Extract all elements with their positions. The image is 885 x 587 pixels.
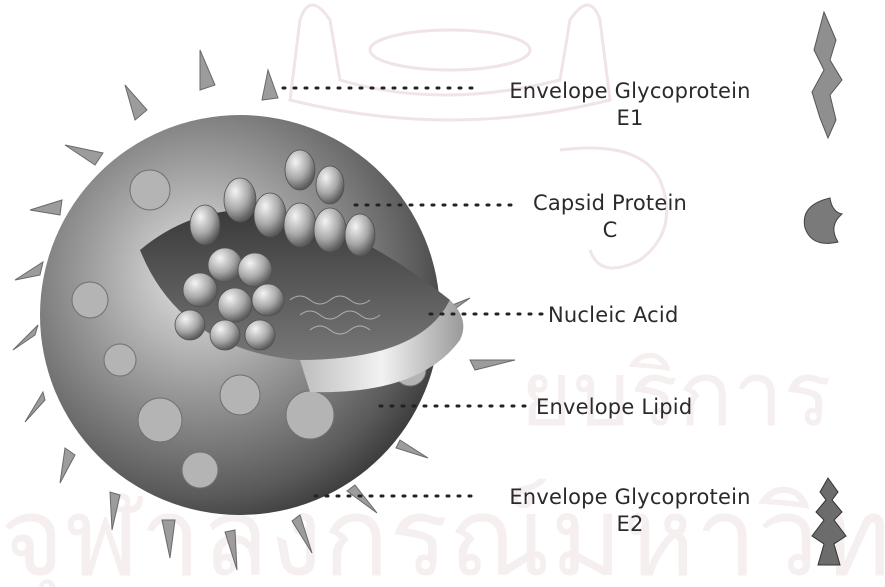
label-capsid-line1: Capsid Protein bbox=[520, 190, 700, 217]
label-e1-line1: Envelope Glycoprotein bbox=[482, 78, 778, 105]
label-nucleic-acid: Nucleic Acid bbox=[548, 302, 678, 329]
label-e2-line1: Envelope Glycoprotein bbox=[482, 484, 778, 511]
label-e1-line2: E1 bbox=[482, 105, 778, 132]
capsid-protein-icon bbox=[804, 198, 842, 243]
label-envelope-glycoprotein-e1: Envelope Glycoprotein E1 bbox=[482, 78, 778, 132]
label-envelope-lipid: Envelope Lipid bbox=[536, 394, 692, 421]
glycoprotein-e2-icon bbox=[812, 478, 846, 565]
label-capsid-protein: Capsid Protein C bbox=[520, 190, 700, 244]
label-lipid-line1: Envelope Lipid bbox=[536, 394, 692, 421]
label-e2-line2: E2 bbox=[482, 511, 778, 538]
label-capsid-line2: C bbox=[520, 217, 700, 244]
label-nucleic-line1: Nucleic Acid bbox=[548, 302, 678, 329]
label-envelope-glycoprotein-e2: Envelope Glycoprotein E2 bbox=[482, 484, 778, 538]
glycoprotein-e1-icon bbox=[812, 12, 842, 138]
